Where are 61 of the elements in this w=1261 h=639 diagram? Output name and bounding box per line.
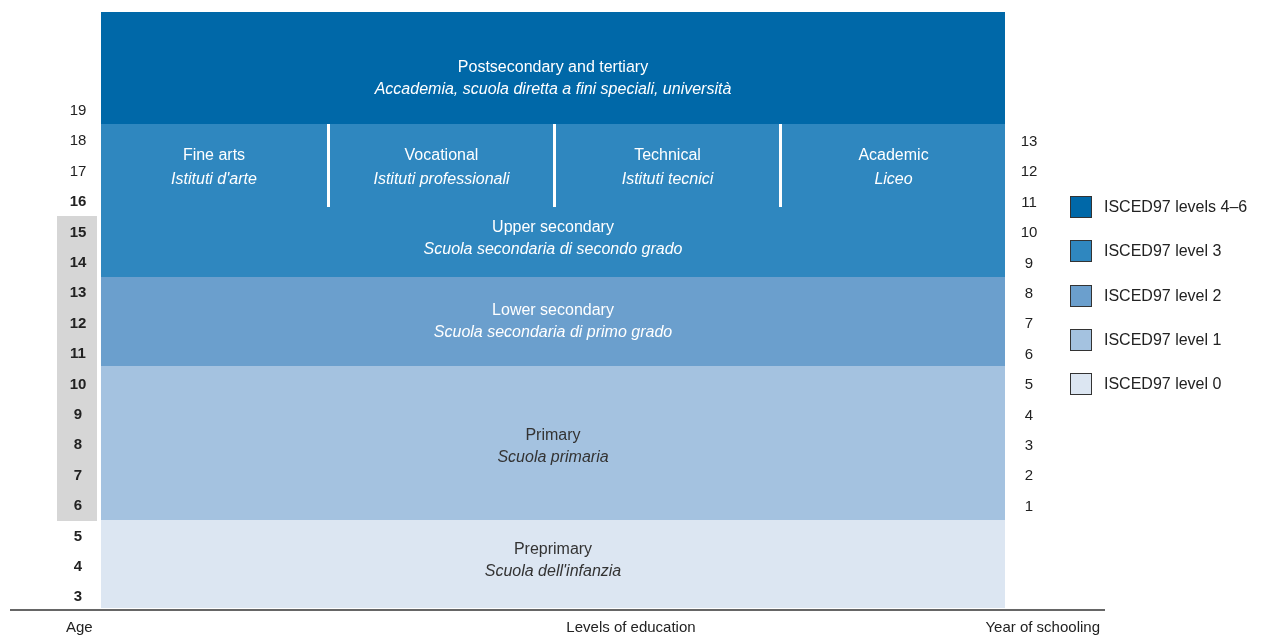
level-title: Vocational [403,145,480,165]
year-number: 6 [1023,343,1035,364]
level-band [101,12,1005,124]
age-number: 14 [68,252,88,272]
age-number: 9 [72,404,84,424]
level-title: Technical [633,145,702,165]
level-title: Postsecondary and tertiary [456,57,650,77]
year-number: 9 [1023,252,1035,273]
legend-label: ISCED97 level 2 [1104,285,1222,306]
age-number: 8 [72,434,84,455]
year-number: 10 [1019,222,1039,243]
age-number: 15 [68,221,88,242]
level-title: Academic [857,145,930,165]
year-number: 8 [1023,283,1035,303]
level-band [101,124,1005,277]
level-band [101,277,1005,366]
year-number: 11 [1020,191,1038,212]
year-number: 5 [1023,374,1035,395]
age-number: 11 [69,343,87,364]
age-number: 16 [68,191,88,212]
axis-title: Year of schooling [985,617,1100,637]
age-number: 17 [68,160,88,181]
legend-label: ISCED97 level 0 [1104,374,1222,395]
school-type: Scuola dell'infanzia [483,561,623,581]
level-band [101,366,1005,520]
age-number: 12 [68,312,88,333]
legend-label: ISCED97 level 3 [1104,241,1222,262]
legend-label: ISCED97 level 1 [1104,329,1222,350]
school-type: Liceo [873,169,914,189]
level-band [101,520,1005,608]
age-number: 7 [72,464,84,485]
age-number: 13 [68,282,88,303]
level-title: Preprimary [512,539,594,559]
school-type: Accademia, scuola diretta a fini speciali, università [373,79,733,99]
year-number: 7 [1023,313,1035,334]
level-title: Upper secondary [491,217,615,237]
age-number: 18 [68,130,88,151]
age-number: 4 [72,556,84,576]
year-number: 2 [1023,465,1035,486]
school-type: Scuola primaria [496,447,610,467]
year-number: 4 [1023,404,1035,425]
age-number: 19 [68,100,88,120]
legend-label: ISCED97 levels 4–6 [1104,197,1248,217]
level-title: Fine arts [181,145,247,165]
year-number: 12 [1019,161,1039,182]
age-number: 6 [72,495,84,516]
age-number: 5 [72,525,84,546]
level-title: Primary [524,425,582,445]
year-number: 3 [1023,435,1035,455]
age-number: 10 [68,373,88,394]
axis-title: Age [66,617,93,637]
year-number: 13 [1019,131,1039,151]
axis-title: Levels of education [566,617,696,637]
school-type: Scuola secondaria di primo grado [432,322,674,342]
year-number: 1 [1023,495,1035,516]
age-number: 3 [72,586,84,607]
level-title: Lower secondary [491,300,615,320]
school-type: Istituti tecnici [620,169,715,189]
school-type: Istituti professionali [372,169,511,189]
school-type: Scuola secondaria di secondo grado [422,239,684,259]
school-type: Istituti d'arte [170,169,258,189]
